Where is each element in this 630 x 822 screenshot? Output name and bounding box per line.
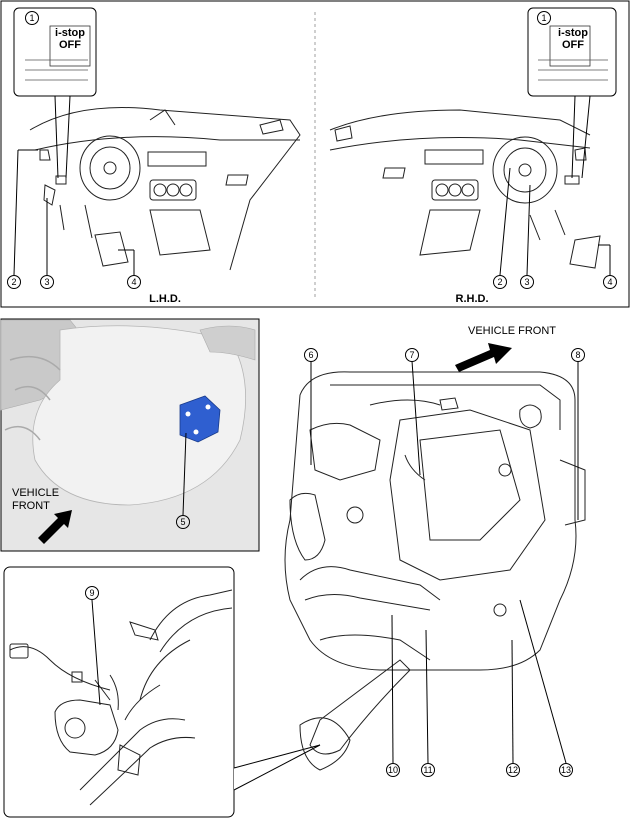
istop-switch-rhd-line2: OFF (562, 39, 584, 51)
callout-12: 12 (506, 763, 520, 777)
callout-9: 9 (85, 586, 99, 600)
svg-text:2: 2 (497, 277, 502, 287)
svg-text:8: 8 (575, 350, 580, 360)
svg-text:9: 9 (89, 588, 94, 598)
istop-switch-line2: OFF (59, 39, 81, 51)
istop-switch-panel-rhd (549, 25, 591, 67)
svg-text:1: 1 (29, 13, 34, 23)
callout-1-left: 1 (25, 11, 39, 25)
top-panel: i-stop OFF i-stop OFF L.H.D. R.H.D. 1 1 (0, 0, 630, 308)
svg-text:1: 1 (541, 13, 546, 23)
istop-switch-line1: i-stop (55, 27, 85, 39)
sensor-direction-line1: VEHICLE (12, 487, 59, 499)
callout-7: 7 (405, 348, 419, 362)
svg-text:11: 11 (423, 765, 432, 775)
istop-switch-panel (49, 25, 91, 67)
engine-panel: VEHICLE FRONT 6 (284, 325, 586, 777)
callout-10: 10 (386, 763, 400, 777)
istop-switch-rhd-line1: i-stop (558, 27, 588, 39)
detail-leader (233, 744, 321, 791)
svg-text:10: 10 (388, 765, 398, 775)
lhd-dashboard-drawing (29, 107, 301, 271)
callout-4-right: 4 (603, 275, 617, 289)
callout-2-left: 2 (7, 275, 21, 289)
hose-panel: 9 (3, 566, 235, 818)
svg-text:5: 5 (180, 517, 185, 527)
svg-text:4: 4 (131, 277, 136, 287)
sensor-panel: 5 VEHICLE FRONT (0, 318, 260, 552)
svg-text:4: 4 (607, 277, 612, 287)
lhd-caption: L.H.D. (149, 293, 181, 305)
svg-text:3: 3 (44, 277, 49, 287)
sensor-direction-arrow (38, 510, 72, 544)
callout-6: 6 (304, 348, 318, 362)
svg-text:7: 7 (409, 350, 414, 360)
callout-5: 5 (176, 515, 190, 529)
callout-1-right: 1 (537, 11, 551, 25)
callout-3-right: 3 (520, 275, 534, 289)
callout-3-left: 3 (40, 275, 54, 289)
lhd-switch-inset: i-stop OFF (13, 7, 97, 179)
callout-11: 11 (421, 763, 435, 777)
svg-text:3: 3 (524, 277, 529, 287)
rhd-caption: R.H.D. (456, 293, 489, 305)
rhd-switch-inset: i-stop OFF (527, 7, 617, 179)
svg-text:13: 13 (561, 765, 571, 775)
svg-text:2: 2 (11, 277, 16, 287)
callout-4-left: 4 (127, 275, 141, 289)
callout-8: 8 (571, 348, 585, 362)
sensor-direction-line2: FRONT (12, 500, 50, 512)
svg-text:12: 12 (508, 765, 518, 775)
engine-direction-arrow (455, 343, 512, 372)
svg-text:6: 6 (308, 350, 313, 360)
engine-direction-label: VEHICLE FRONT (468, 325, 556, 337)
callout-2-right: 2 (493, 275, 507, 289)
rhd-dashboard-drawing (329, 109, 601, 269)
callout-13: 13 (559, 763, 573, 777)
